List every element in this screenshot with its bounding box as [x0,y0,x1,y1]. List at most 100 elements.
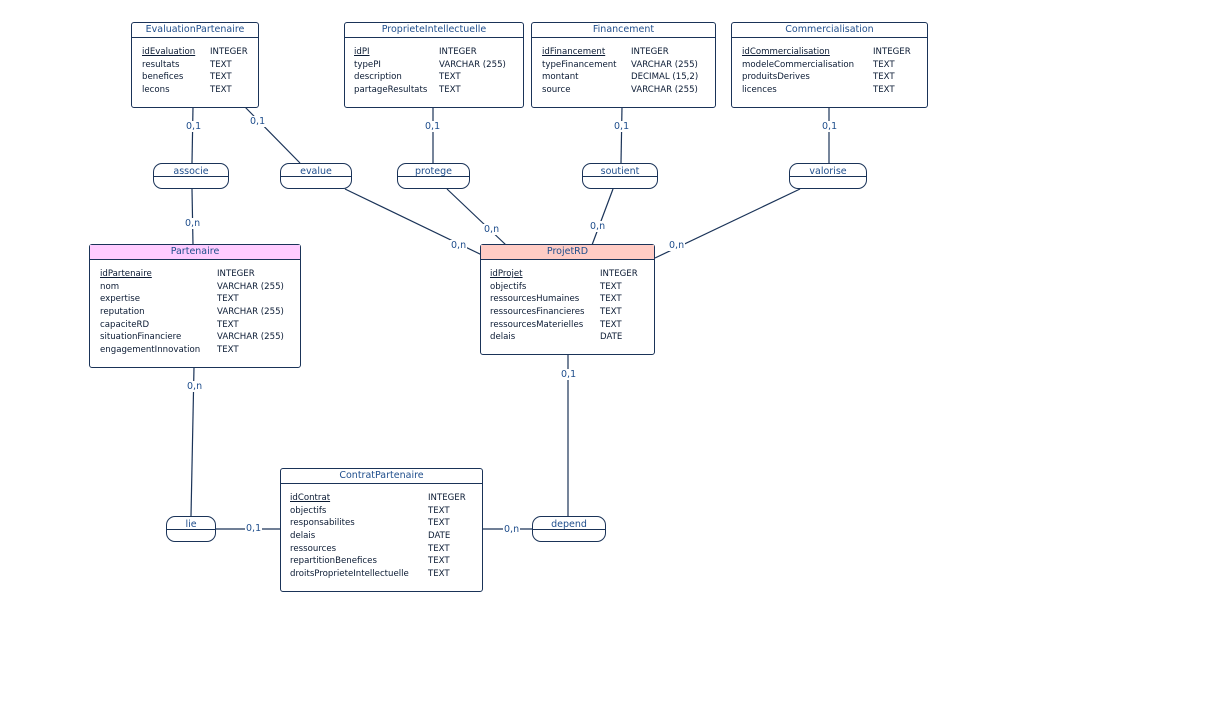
attribute-type: TEXT [873,72,895,83]
association-associe[interactable]: associe [153,163,229,189]
attribute-type: TEXT [439,72,461,83]
attribute-row: partageResultats TEXT [345,84,523,97]
association-valorise[interactable]: valorise [789,163,867,189]
association-protege[interactable]: protege [397,163,470,189]
attribute-name: montant [542,72,579,83]
association-divider [583,176,657,177]
association-divider [398,176,469,177]
association-lie[interactable]: lie [166,516,216,542]
attribute-type: TEXT [428,518,450,529]
attribute-name: situationFinanciere [100,332,182,343]
cardinality-contrat-depend: 0,n [503,524,521,535]
attribute-type: VARCHAR (255) [439,59,506,70]
cardinality-projet-protege: 0,n [483,224,501,235]
attribute-type: TEXT [873,85,895,96]
attribute-type: TEXT [428,556,450,567]
association-divider [533,529,605,530]
link-evaluation-associe [191,106,194,164]
entity-title: ProjetRD [481,245,654,260]
attribute-name: resultats [142,59,180,70]
association-soutient[interactable]: soutient [582,163,658,189]
entity-title: Partenaire [90,245,300,260]
attribute-type: INTEGER [428,493,466,503]
attribute-type: TEXT [210,72,232,83]
association-depend[interactable]: depend [532,516,606,542]
attribute-type: TEXT [873,59,895,70]
association-divider [154,176,228,177]
attribute-name: objectifs [490,281,527,292]
association-evalue[interactable]: evalue [280,163,352,189]
attribute-type: DATE [428,531,451,542]
attribute-type: TEXT [210,59,232,70]
entity-contrat-partenaire[interactable]: ContratPartenaire idContrat INTEGER objecti… [280,468,483,592]
cardinality-pi-protege: 0,1 [424,121,442,132]
link-protege-projet [446,188,507,246]
attribute-name: responsabilites [290,518,355,529]
association-label: protege [415,166,452,177]
attribute-type: TEXT [439,85,461,96]
attribute-name: ressources [290,543,337,554]
association-divider [281,176,351,177]
attribute-type: VARCHAR (255) [217,281,284,292]
attribute-row: idFinancement INTEGER [532,46,715,59]
primary-key-name: idContrat [290,493,331,503]
primary-key-name: idFinancement [542,47,606,57]
link-soutient-projet [591,188,614,246]
attribute-name: objectifs [290,505,327,516]
association-label: associe [173,166,209,177]
link-associe-partenaire [191,188,194,246]
attribute-name: produitsDerives [742,72,810,83]
attribute-name: ressourcesFinancieres [490,307,585,318]
attribute-type: TEXT [600,294,622,305]
attribute-type: TEXT [428,543,450,554]
attribute-type: INTEGER [631,47,669,57]
attribute-name: typeFinancement [542,59,617,70]
attribute-row: responsabilites TEXT [281,517,482,530]
cardinality-partenaire-associe: 0,n [184,218,202,229]
attribute-name: ressourcesHumaines [490,294,580,305]
attribute-row: ressources TEXT [281,543,482,556]
entity-title: ProprieteIntellectuelle [345,23,523,38]
attribute-name: lecons [142,85,170,96]
attribute-name: droitsProprieteIntellectuelle [290,569,409,580]
attribute-type: TEXT [217,345,239,356]
cardinality-partenaire-lie: 0,n [186,381,204,392]
entity-title: ContratPartenaire [281,469,482,484]
cardinality-projet-soutient: 0,n [589,221,607,232]
cardinality-projet-valorise: 0,n [668,240,686,251]
attribute-type: INTEGER [210,47,248,57]
attribute-name: expertise [100,294,141,305]
attribute-type: DATE [600,332,623,343]
attribute-name: partageResultats [354,85,428,96]
attribute-name: source [542,85,571,96]
primary-key-name: idCommercialisation [742,47,830,57]
attribute-name: engagementInnovation [100,345,201,356]
